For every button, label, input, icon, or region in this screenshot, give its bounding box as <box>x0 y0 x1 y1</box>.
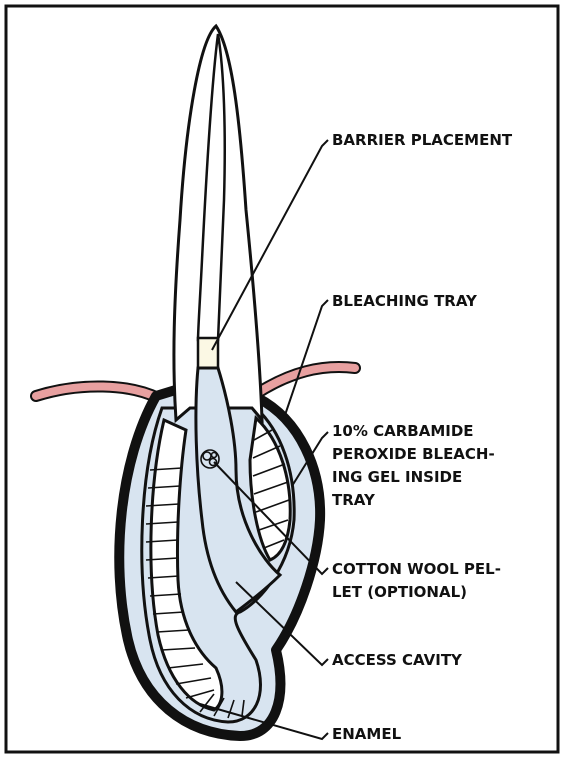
label-access-cavity: ACCESS CAVITY <box>332 651 463 669</box>
label-pellet-line-2: LET (OPTIONAL) <box>332 583 467 601</box>
label-gel-line-4: TRAY <box>332 491 376 509</box>
label-enamel: ENAMEL <box>332 725 402 743</box>
label-gel-line-3: ING GEL INSIDE <box>332 468 462 486</box>
label-gel-line-1: 10% CARBAMIDE <box>332 422 474 440</box>
label-pellet-line-1: COTTON WOOL PEL- <box>332 560 501 578</box>
label-bleaching-tray: BLEACHING TRAY <box>332 292 478 310</box>
label-gel-line-2: PEROXIDE BLEACH- <box>332 445 495 463</box>
label-barrier-placement: BARRIER PLACEMENT <box>332 131 513 149</box>
